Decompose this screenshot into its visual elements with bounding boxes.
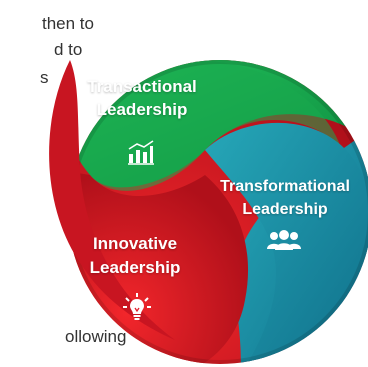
innovative-title-line-2: Leadership xyxy=(89,258,181,277)
background-text-line-1: then to xyxy=(42,14,94,33)
transactional-title-line-2: Leadership xyxy=(96,100,188,119)
transformational-label: Transformational Leadership xyxy=(200,175,368,221)
transactional-label: Transactional Leadership xyxy=(82,75,202,121)
background-text-line-2: d to xyxy=(54,40,83,59)
team-icon xyxy=(267,230,301,250)
transactional-title-line-1: Transactional xyxy=(87,77,197,96)
bar-chart-icon xyxy=(128,140,154,165)
transformational-title-line-1: Transformational xyxy=(220,178,350,195)
background-text-line-3: s xyxy=(40,68,49,87)
innovative-label: Innovative Leadership xyxy=(80,232,190,280)
innovative-title-line-1: Innovative xyxy=(92,234,178,253)
background-text-line-4: ollowing xyxy=(65,327,127,346)
transformational-title-line-2: Leadership xyxy=(242,201,328,218)
lightbulb-icon xyxy=(123,293,151,320)
